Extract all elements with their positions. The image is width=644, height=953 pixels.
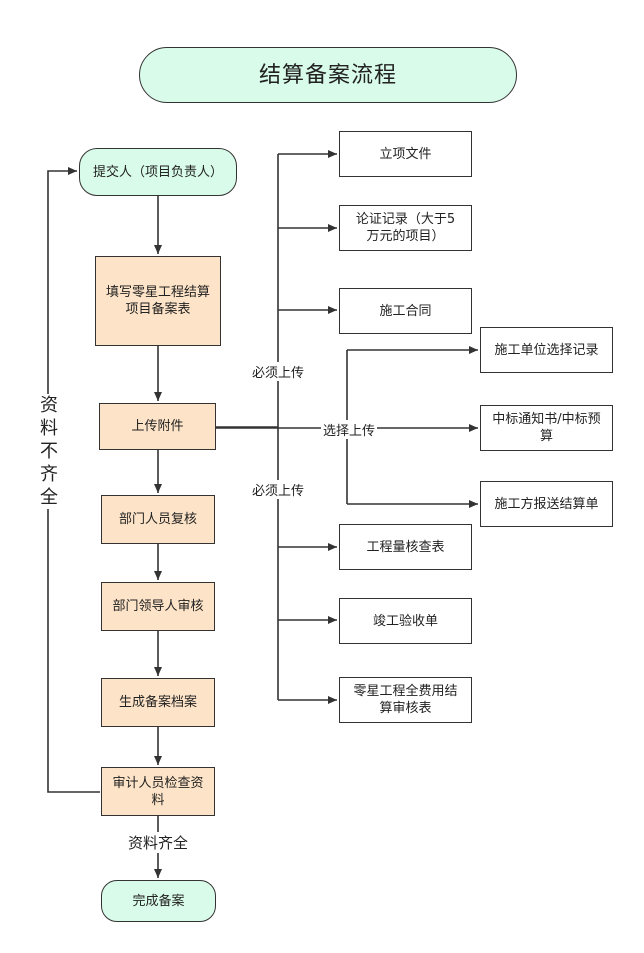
- node-leader-review: 部门领导人审核: [101, 582, 215, 631]
- label-must-upload-bottom: 必须上传: [250, 480, 307, 499]
- label-docs-complete: 资料齐全: [126, 832, 191, 853]
- label-optional-upload: 选择上传: [321, 420, 378, 439]
- node-upload: 上传附件: [99, 403, 216, 450]
- doc-bid-notice: 中标通知书/中标预算: [480, 405, 613, 451]
- doc-contractor-selection: 施工单位选择记录: [480, 327, 613, 373]
- node-auditor-check: 审计人员检查资料: [101, 767, 215, 816]
- node-complete: 完成备案: [101, 880, 216, 922]
- label-must-upload-top: 必须上传: [250, 362, 307, 381]
- diagram-title: 结算备案流程: [139, 47, 517, 103]
- node-dept-review: 部门人员复核: [101, 495, 215, 544]
- label-docs-incomplete: 资料不齐全: [38, 394, 60, 509]
- doc-settlement-statement: 施工方报送结算单: [480, 481, 613, 527]
- node-fill-form: 填写零星工程结算项目备案表: [95, 256, 221, 346]
- doc-quantity-check: 工程量核查表: [339, 524, 472, 570]
- node-generate-archive: 生成备案档案: [101, 678, 215, 727]
- doc-settlement-audit: 零星工程全费用结算审核表: [339, 677, 472, 723]
- node-submitter: 提交人（项目负责人）: [79, 148, 237, 196]
- doc-project-file: 立项文件: [339, 131, 472, 177]
- doc-construction-contract: 施工合同: [339, 288, 472, 334]
- doc-argument-record: 论证记录（大于5万元的项目）: [339, 205, 472, 251]
- doc-completion-acceptance: 竣工验收单: [339, 598, 472, 644]
